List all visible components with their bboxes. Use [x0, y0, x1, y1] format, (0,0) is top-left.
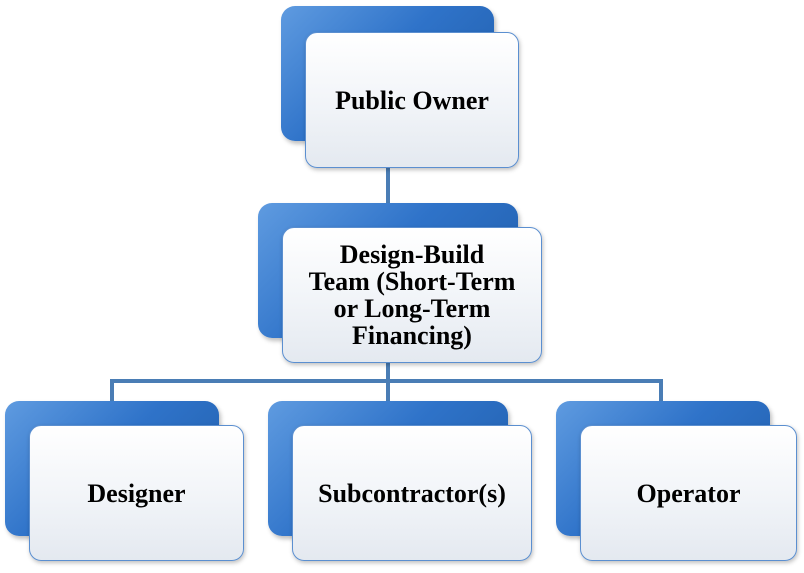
connector-owner-team — [386, 162, 390, 228]
label-line: or Long-Term — [333, 294, 491, 323]
label-line: Team (Short-Term — [308, 267, 516, 296]
node-front-box: Design-Build Team (Short-Term or Long-Te… — [282, 227, 542, 363]
node-front-box: Public Owner — [305, 32, 519, 168]
connector-to-subcontractors — [386, 379, 390, 403]
label-line: Design-Build — [339, 240, 485, 269]
node-label-public-owner: Public Owner — [335, 85, 489, 115]
node-label-designer: Designer — [87, 478, 186, 508]
node-front-box: Operator — [580, 425, 797, 561]
node-label-operator: Operator — [636, 478, 741, 508]
connector-to-designer — [110, 379, 114, 403]
connector-to-operator — [659, 379, 663, 403]
label-line: Financing) — [352, 321, 472, 350]
node-label-design-build-team: Design-Build Team (Short-Term or Long-Te… — [309, 241, 516, 349]
node-front-box: Designer — [29, 425, 244, 561]
node-label-subcontractors: Subcontractor(s) — [318, 478, 506, 508]
node-front-box: Subcontractor(s) — [292, 425, 532, 561]
connector-team-down — [386, 363, 390, 381]
